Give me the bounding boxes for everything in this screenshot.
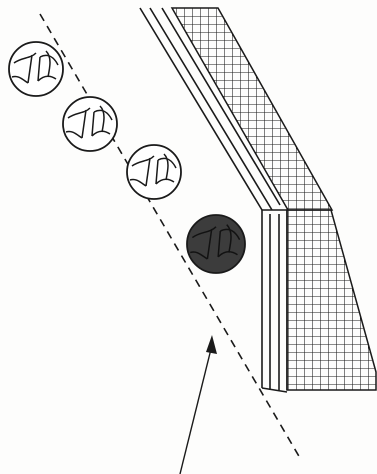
balls-layer (9, 42, 245, 273)
pointer-arrow (180, 335, 217, 474)
ball-trajectory-line (40, 14, 300, 458)
net-top-band (150, 0, 377, 220)
volleyball-4 (187, 215, 245, 273)
volleyball-1 (9, 42, 63, 96)
net-post (262, 210, 287, 392)
net-front-panel (280, 205, 377, 395)
volleyball-2 (63, 97, 117, 151)
volleyball-3 (127, 145, 181, 199)
